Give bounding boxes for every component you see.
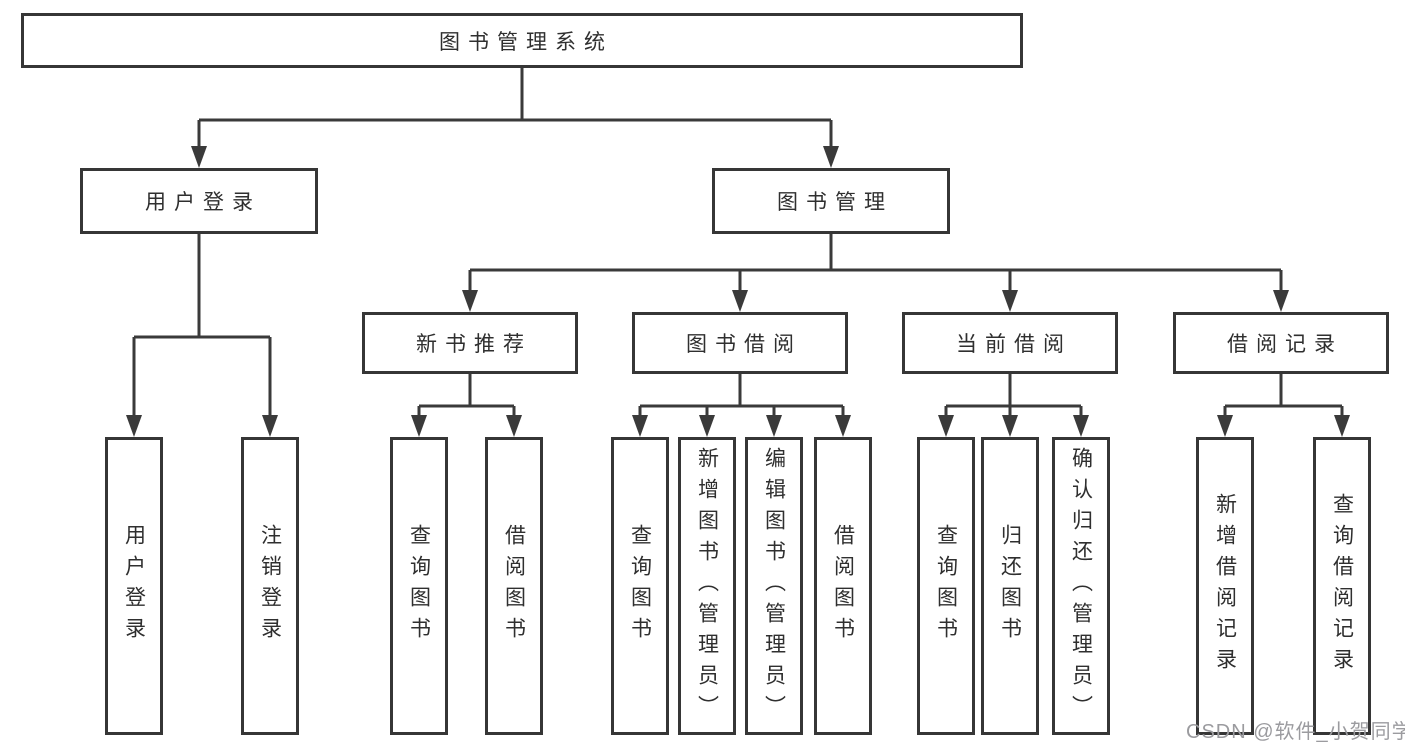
node-leaf-borrow-books-recommend: 借阅图书 [485, 437, 543, 735]
arrow-down-icon [1273, 290, 1289, 312]
node-leaf-add-books-admin: 新增图书（管理员） [678, 437, 736, 735]
node-label: 新增借阅记录 [1213, 493, 1237, 679]
arrow-down-icon [699, 415, 715, 437]
node-label: 查询图书 [628, 524, 652, 648]
node-leaf-query-books-current: 查询图书 [917, 437, 975, 735]
arrow-down-icon [835, 415, 851, 437]
node-label: 图书管理 [777, 191, 893, 214]
node-label: 用户登录 [145, 191, 261, 214]
node-label: 借阅记录 [1227, 333, 1343, 356]
node-book-borrowing: 图书借阅 [632, 312, 848, 374]
arrow-down-icon [766, 415, 782, 437]
node-label: 编辑图书（管理员） [762, 446, 786, 726]
node-leaf-logout: 注销登录 [241, 437, 299, 735]
node-label: 新增图书（管理员） [695, 446, 719, 726]
node-label: 新书推荐 [416, 333, 532, 356]
node-leaf-query-books-borrowing: 查询图书 [611, 437, 669, 735]
node-label: 借阅图书 [831, 524, 855, 648]
node-leaf-edit-books-admin: 编辑图书（管理员） [745, 437, 803, 735]
node-book-management: 图书管理 [712, 168, 950, 234]
node-leaf-add-borrow-record: 新增借阅记录 [1196, 437, 1254, 735]
node-label: 当前借阅 [956, 333, 1072, 356]
arrow-down-icon [1002, 290, 1018, 312]
node-library-system: 图书管理系统 [21, 13, 1023, 68]
arrow-down-icon [823, 146, 839, 168]
arrow-down-icon [1002, 415, 1018, 437]
node-label: 注销登录 [258, 524, 282, 648]
node-label: 图书借阅 [686, 333, 802, 356]
node-label: 查询借阅记录 [1330, 493, 1354, 679]
arrow-down-icon [506, 415, 522, 437]
node-label: 用户登录 [122, 524, 146, 648]
node-borrowing-records: 借阅记录 [1173, 312, 1389, 374]
arrow-down-icon [1217, 415, 1233, 437]
arrow-down-icon [1334, 415, 1350, 437]
node-current-borrowing: 当前借阅 [902, 312, 1118, 374]
arrow-down-icon [262, 415, 278, 437]
node-leaf-query-books-recommend: 查询图书 [390, 437, 448, 735]
node-leaf-user-login: 用户登录 [105, 437, 163, 735]
node-label: 借阅图书 [502, 524, 526, 648]
node-label: 归还图书 [998, 524, 1022, 648]
node-new-book-recommend: 新书推荐 [362, 312, 578, 374]
node-user-login: 用户登录 [80, 168, 318, 234]
arrow-down-icon [462, 290, 478, 312]
node-label: 查询图书 [934, 524, 958, 648]
arrow-down-icon [191, 146, 207, 168]
arrow-down-icon [126, 415, 142, 437]
node-leaf-query-borrow-record: 查询借阅记录 [1313, 437, 1371, 735]
node-label: 图书管理系统 [439, 30, 613, 54]
node-leaf-confirm-return-admin: 确认归还（管理员） [1052, 437, 1110, 735]
arrow-down-icon [411, 415, 427, 437]
node-label: 查询图书 [407, 524, 431, 648]
node-label: 确认归还（管理员） [1069, 446, 1093, 726]
node-leaf-return-books: 归还图书 [981, 437, 1039, 735]
arrow-down-icon [938, 415, 954, 437]
csdn-watermark: CSDN @软件_小贺同学 [1186, 721, 1405, 743]
arrow-down-icon [1073, 415, 1089, 437]
node-leaf-borrow-books: 借阅图书 [814, 437, 872, 735]
arrow-down-icon [632, 415, 648, 437]
arrow-down-icon [732, 290, 748, 312]
